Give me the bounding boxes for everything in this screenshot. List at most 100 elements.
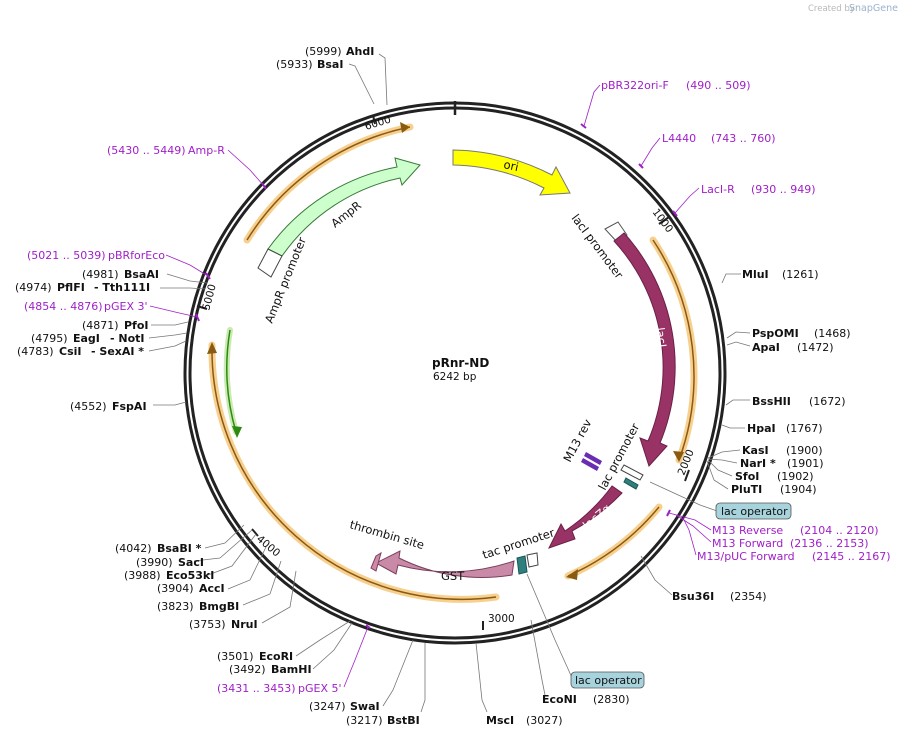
site-name-pfoi[interactable]: PfoI [124, 319, 149, 332]
gst-arrow[interactable] [374, 550, 515, 578]
leader-pbrforeco [165, 254, 209, 277]
site-name-kasi[interactable]: KasI [742, 444, 769, 457]
site-name-eco53ki[interactable]: Eco53kI [166, 569, 214, 582]
site-name-bsshii[interactable]: BssHII [752, 395, 791, 408]
site-name-bmgbi[interactable]: BmgBI [199, 600, 239, 613]
leader-csii [148, 340, 187, 352]
primer-name-m13forward[interactable]: M13 Forward [712, 537, 783, 550]
plasmid-size: 6242 bp [433, 371, 477, 383]
site-pos-sfoi: (1902) [777, 470, 814, 483]
m13-rev-arrow-2 [581, 458, 599, 471]
primer-name-pgex3[interactable]: pGEX 3' [104, 300, 148, 313]
site-pos-mlui: (1261) [782, 268, 819, 281]
primer-name-m13puc[interactable]: M13/pUC Forward [697, 550, 795, 563]
primer-range-m13forward: (2136 .. 2153) [790, 537, 869, 550]
orf-arc-lacz-head [566, 569, 578, 580]
site-pos-pluti: (1904) [780, 483, 817, 496]
lac-operator-box-1[interactable]: lac operator [715, 502, 792, 520]
tac-promoter-arrow[interactable] [526, 552, 539, 568]
site-pos-ahdi: (5999) [305, 45, 342, 58]
site-name-bsu36i[interactable]: Bsu36I [672, 590, 714, 603]
tick-4000: 4000 [254, 533, 282, 559]
lac-operator-box-2-label: lac operator [575, 674, 642, 687]
leader-nrui [261, 570, 297, 624]
ori-arrow[interactable] [452, 149, 571, 196]
site-name-pluti[interactable]: PluTI [731, 483, 762, 496]
site-name-ecori[interactable]: EcoRI [259, 650, 293, 663]
primer-name-lacir[interactable]: LacI-R [701, 183, 735, 196]
site-name-nari[interactable]: NarI * [740, 457, 776, 470]
leader-apai [726, 341, 751, 347]
site-name-noti[interactable]: - NotI [110, 332, 145, 345]
lac-operator-box-2[interactable]: lac operator [570, 671, 645, 689]
site-pos-pflfi: (4974) [15, 281, 52, 294]
site-name-apai[interactable]: ApaI [752, 341, 780, 354]
leader-econi [530, 619, 546, 696]
leader-pfoi [151, 321, 189, 326]
tick-3000: 3000 [488, 613, 515, 625]
ampr-arrow[interactable] [267, 157, 421, 257]
leader-bsabi [204, 524, 245, 549]
laci-arrow[interactable] [613, 232, 676, 467]
site-pos-bsu36i: (2354) [730, 590, 767, 603]
ampr-promoter-arrow[interactable] [257, 248, 283, 278]
site-name-ahdi[interactable]: AhdI [346, 45, 374, 58]
lacza-arrow[interactable] [548, 485, 623, 549]
site-name-pspomi[interactable]: PspOMI [752, 327, 799, 340]
site-name-msci[interactable]: MscI [486, 714, 514, 727]
tac-operator-block[interactable] [516, 555, 528, 575]
site-pos-eco53ki: (3988) [124, 569, 161, 582]
tick-6000-line [372, 114, 376, 125]
primer-name-pgex5[interactable]: pGEX 5' [298, 682, 342, 695]
lac-operator-box-1-label: lac operator [721, 505, 788, 518]
site-name-csii[interactable]: CsiI [59, 345, 81, 358]
site-name-nrui[interactable]: NruI [231, 618, 258, 631]
leader-m13r [668, 512, 712, 531]
site-name-mlui[interactable]: MluI [742, 268, 769, 281]
site-name-bsaai[interactable]: BsaAI [124, 268, 159, 281]
enzyme-labels-right: MluI (1261) PspOMI (1468) ApaI (1472) Bs… [542, 268, 851, 706]
site-name-swai[interactable]: SwaI [350, 700, 380, 713]
m13-rev-arrows[interactable] [581, 452, 602, 471]
lac-promoter-arrow[interactable] [620, 464, 644, 481]
site-pos-csii: (4783) [17, 345, 54, 358]
site-name-pflfi[interactable]: PflFI [57, 281, 85, 294]
leader-lacir [674, 187, 700, 214]
orf-arc-small-head [232, 426, 242, 438]
leader-eagi [148, 332, 188, 339]
lac-operator-block[interactable] [623, 477, 639, 490]
site-name-acci[interactable]: AccI [199, 582, 225, 595]
site-pos-pspomi: (1468) [814, 327, 851, 340]
tick-5000-line [196, 305, 208, 310]
thrombin-site-block[interactable] [370, 551, 382, 572]
primer-mark-pgex3 [195, 313, 200, 322]
site-pos-fspai: (4552) [70, 400, 107, 413]
laci-label: lacI [653, 327, 669, 349]
site-name-bstbi[interactable]: BstBI [387, 714, 420, 727]
leader-bamhi [312, 622, 353, 670]
primer-mark-lacir [672, 210, 678, 217]
leader-bsshii [725, 399, 750, 406]
site-name-saci[interactable]: SacI [178, 556, 204, 569]
leader-pflfi [160, 287, 206, 290]
primer-range-lacir: (930 .. 949) [751, 183, 816, 196]
primer-name-pbr322orif[interactable]: pBR322ori-F [601, 79, 669, 92]
leader-ecori [295, 620, 351, 657]
site-name-bsai[interactable]: BsaI [317, 58, 343, 71]
primer-name-l4440[interactable]: L4440 [662, 132, 696, 145]
site-name-hpai[interactable]: HpaI [747, 422, 776, 435]
site-name-fspai[interactable]: FspAI [112, 400, 147, 413]
primer-range-ampr: (5430 .. 5449) [107, 144, 186, 157]
site-name-bsabi[interactable]: BsaBI * [157, 542, 202, 555]
primer-name-pbrforeco[interactable]: pBRforEco [108, 249, 165, 262]
primer-name-m13reverse[interactable]: M13 Reverse [712, 524, 783, 537]
site-name-sfoi[interactable]: SfoI [735, 470, 759, 483]
site-name-tth111i[interactable]: - Tth111I [94, 281, 150, 294]
leader-bsu36i [640, 555, 673, 596]
site-name-eagi[interactable]: EagI [73, 332, 100, 345]
site-name-sexai[interactable]: - SexAI * [91, 345, 144, 358]
site-name-bamhi[interactable]: BamHI [271, 663, 312, 676]
primer-name-ampr[interactable]: Amp-R [188, 144, 225, 157]
site-name-econi[interactable]: EcoNI [542, 693, 577, 706]
site-pos-nrui: (3753) [189, 618, 226, 631]
